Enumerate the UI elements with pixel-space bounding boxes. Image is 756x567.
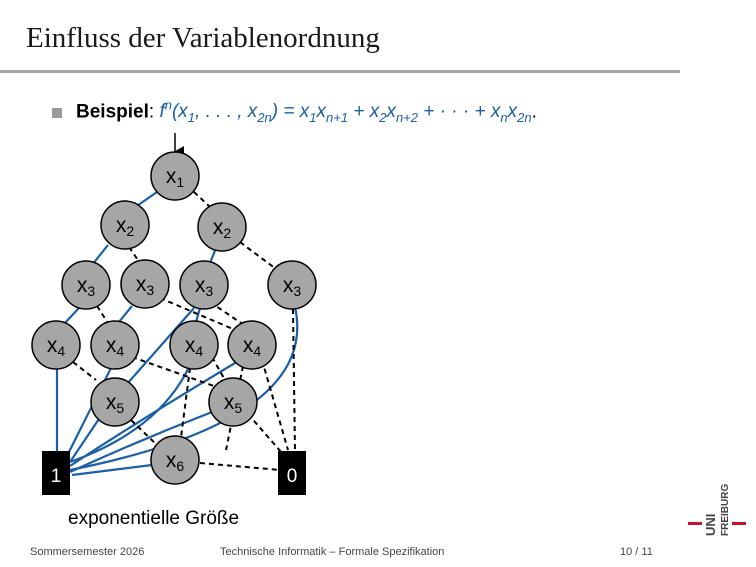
svg-text:FREIBURG: FREIBURG xyxy=(720,484,731,536)
node-x4: x4 xyxy=(90,320,140,370)
high-edge xyxy=(71,463,153,477)
high-edge xyxy=(69,410,213,474)
low-edge xyxy=(131,356,215,387)
svg-text:UNI: UNI xyxy=(703,514,718,536)
node-x6: x6 xyxy=(150,435,200,485)
low-edge xyxy=(199,462,281,471)
low-edge xyxy=(72,361,97,381)
svg-text:x2: x2 xyxy=(213,216,232,241)
node-x3: x3 xyxy=(179,260,229,310)
example-bullet: Beispiel: fn(x1, . . . , x2n) = x1xn+1 +… xyxy=(76,98,537,126)
node-x5: x5 xyxy=(90,377,140,427)
svg-text:x5: x5 xyxy=(224,391,243,416)
svg-text:x3: x3 xyxy=(77,274,96,299)
low-edge xyxy=(292,308,296,453)
high-edge xyxy=(118,305,133,323)
high-edge xyxy=(91,244,109,266)
example-formula: fn(x1, . . . , x2n) = x1xn+1 + x2xn+2 + … xyxy=(159,98,532,126)
footer-semester: Sommersemester 2026 xyxy=(30,546,145,558)
footer-course: Technische Informatik – Formale Spezifik… xyxy=(220,546,445,558)
bdd-nodes: x1 x2 x2 x3 x3 x3 x3 x4 x4 x4 x4 x5 x5 x… xyxy=(31,151,317,485)
svg-text:x6: x6 xyxy=(166,449,185,474)
slide-title: Einfluss der Variablenordnung xyxy=(26,22,380,54)
low-edge xyxy=(128,246,141,264)
bullet-marker xyxy=(52,108,62,118)
terminal-zero: 0 xyxy=(278,451,306,495)
low-edge xyxy=(209,301,245,326)
node-x4: x4 xyxy=(169,320,219,370)
low-edge xyxy=(239,241,281,273)
node-x3: x3 xyxy=(120,259,170,309)
node-x5: x5 xyxy=(208,377,258,427)
high-edge xyxy=(69,359,241,467)
svg-text:x3: x3 xyxy=(283,274,302,299)
svg-text:x2: x2 xyxy=(116,214,135,239)
svg-text:1: 1 xyxy=(51,466,62,487)
node-x1: x1 xyxy=(150,151,200,201)
low-edge xyxy=(247,413,283,454)
svg-text:x1: x1 xyxy=(166,165,185,190)
terminal-one: 1 xyxy=(42,451,70,495)
low-edge xyxy=(159,297,241,333)
university-logo: UNI FREIBURG xyxy=(688,484,746,536)
high-edge xyxy=(63,307,80,325)
node-x3: x3 xyxy=(61,260,111,310)
low-edge xyxy=(211,356,226,381)
svg-text:0: 0 xyxy=(287,466,298,487)
diagram-caption: exponentielle Größe xyxy=(68,508,240,529)
svg-text:x3: x3 xyxy=(136,273,155,298)
node-x3: x3 xyxy=(267,260,317,310)
node-x4: x4 xyxy=(31,320,81,370)
title-divider xyxy=(0,70,680,73)
svg-text:x3: x3 xyxy=(195,274,214,299)
high-edge xyxy=(126,307,195,385)
low-edge xyxy=(193,191,211,208)
example-label: Beispiel xyxy=(76,101,149,123)
low-edge xyxy=(261,359,289,451)
node-x2: x2 xyxy=(100,200,150,250)
low-edge xyxy=(179,367,191,446)
svg-text:x5: x5 xyxy=(106,391,125,416)
high-edge xyxy=(194,307,202,323)
example-colon: : xyxy=(148,101,155,123)
low-edge xyxy=(96,305,109,324)
svg-text:x4: x4 xyxy=(243,334,262,359)
node-x2: x2 xyxy=(197,202,247,252)
node-x4: x4 xyxy=(227,320,277,370)
footer-page-number: 10 / 11 xyxy=(620,546,653,558)
svg-text:x4: x4 xyxy=(106,334,125,359)
svg-text:x4: x4 xyxy=(185,334,204,359)
low-edges xyxy=(72,191,296,471)
low-edge xyxy=(130,419,159,447)
svg-text:x4: x4 xyxy=(47,334,66,359)
